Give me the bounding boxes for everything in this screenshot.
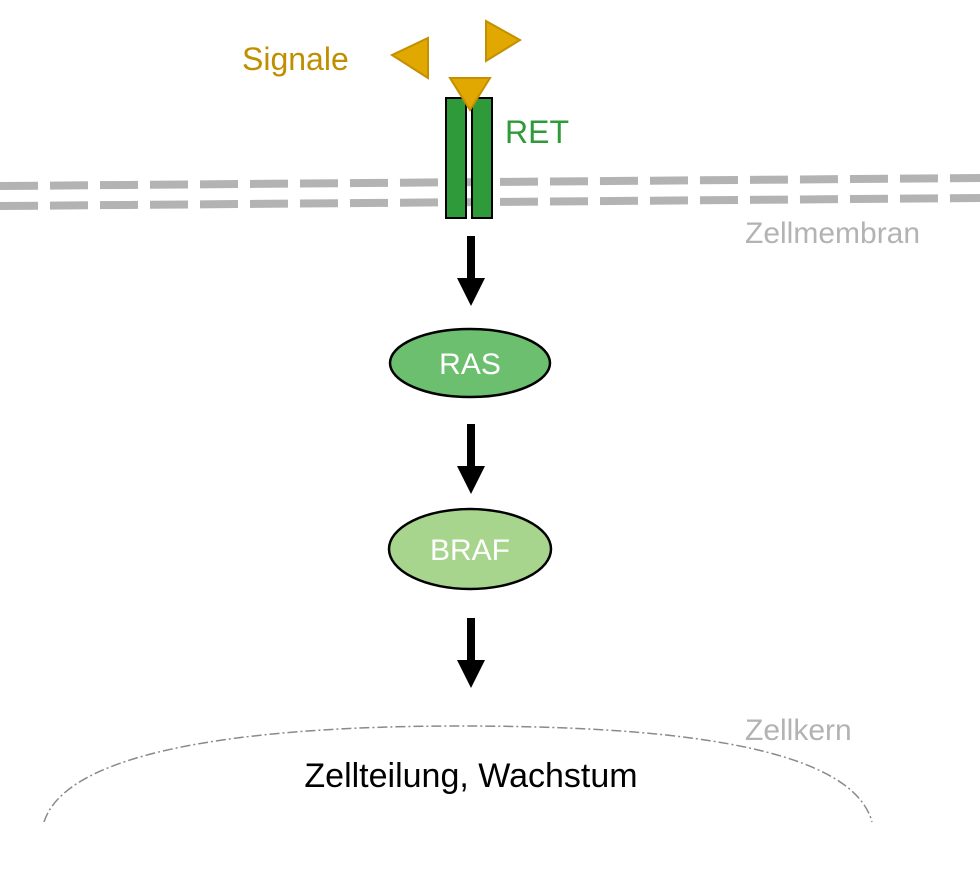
ret-receptor-right-chain	[471, 97, 493, 219]
ras-label: RAS	[439, 348, 501, 381]
membrane-label: Zellmembran	[745, 217, 920, 250]
signal-triangle-right-icon	[485, 19, 522, 63]
arrow-braf-to-nucleus	[457, 618, 485, 688]
membrane-line-outer	[0, 174, 980, 190]
signal-triangle-left-icon	[389, 36, 429, 80]
arrow-ret-to-ras	[457, 236, 485, 306]
ret-receptor-left-chain	[445, 97, 467, 219]
membrane-line-inner	[0, 194, 980, 210]
signals-label: Signale	[242, 41, 349, 77]
braf-node	[387, 507, 553, 591]
bound-signal-triangle-icon	[448, 77, 492, 112]
arrow-ras-to-braf	[457, 424, 485, 494]
ret-receptor	[445, 97, 493, 219]
cell-membrane	[0, 174, 980, 210]
braf-label: BRAF	[430, 534, 510, 567]
ras-node	[388, 327, 552, 399]
nucleus-label: Zellkern	[745, 714, 852, 747]
outcome-label: Zellteilung, Wachstum	[304, 757, 637, 795]
ret-label: RET	[505, 114, 569, 150]
